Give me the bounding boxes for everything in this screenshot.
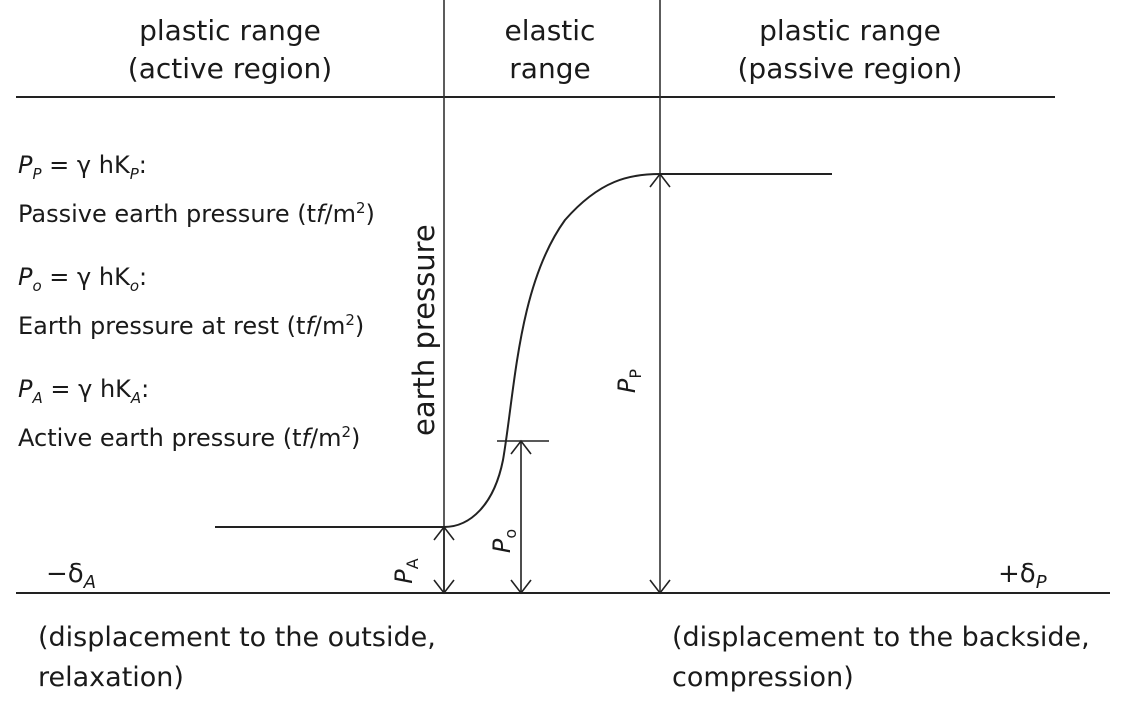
active-region-line-2: (active region) xyxy=(127,52,333,85)
rest-pressure-definition: Po = γ hKo: Earth pressure at rest (tf/m… xyxy=(18,260,364,343)
right-displacement-note: (displacement to the backside, compressi… xyxy=(672,618,1090,698)
left-note-line-2: relaxation) xyxy=(38,662,184,693)
passive-region-label: plastic range (passive region) xyxy=(725,12,975,88)
passive-formula: PP = γ hKP: xyxy=(18,151,147,183)
passive-region-line-1: plastic range xyxy=(759,14,941,47)
right-note-line-1: (displacement to the backside, xyxy=(672,622,1090,653)
elastic-region-line-1: elastic xyxy=(504,14,596,47)
rest-formula: Po = γ hKo: xyxy=(18,263,148,295)
po-label: Po xyxy=(488,528,520,554)
pp-label: PP xyxy=(613,368,645,394)
passive-pressure-definition: PP = γ hKP: Passive earth pressure (tf/m… xyxy=(18,148,375,231)
active-region-label: plastic range (active region) xyxy=(110,12,350,88)
earth-pressure-curve xyxy=(215,173,832,528)
left-note-line-1: (displacement to the outside, xyxy=(38,622,436,653)
y-axis-label: earth pressure xyxy=(407,224,441,436)
elastic-region-line-2: range xyxy=(509,52,591,85)
left-displacement-note: (displacement to the outside, relaxation… xyxy=(38,618,436,698)
passive-region-line-2: (passive region) xyxy=(737,52,963,85)
negative-displacement-label: −δA xyxy=(46,559,97,594)
elastic-region-label: elastic range xyxy=(480,12,620,88)
po-dimension-arrow xyxy=(510,439,532,595)
pa-label: PA xyxy=(390,558,422,584)
pa-dimension-arrow xyxy=(433,525,455,595)
passive-description: Passive earth pressure (tf/m2) xyxy=(18,198,375,228)
pp-dimension-arrow xyxy=(649,172,671,595)
right-note-line-2: compression) xyxy=(672,662,854,693)
active-formula: PA = γ hKA: xyxy=(18,375,150,407)
active-region-line-1: plastic range xyxy=(139,14,321,47)
rest-description: Earth pressure at rest (tf/m2) xyxy=(18,310,365,340)
active-description: Active earth pressure (tf/m2) xyxy=(18,422,361,452)
active-pressure-definition: PA = γ hKA: Active earth pressure (tf/m2… xyxy=(18,372,360,455)
positive-displacement-label: +δP xyxy=(998,559,1047,594)
